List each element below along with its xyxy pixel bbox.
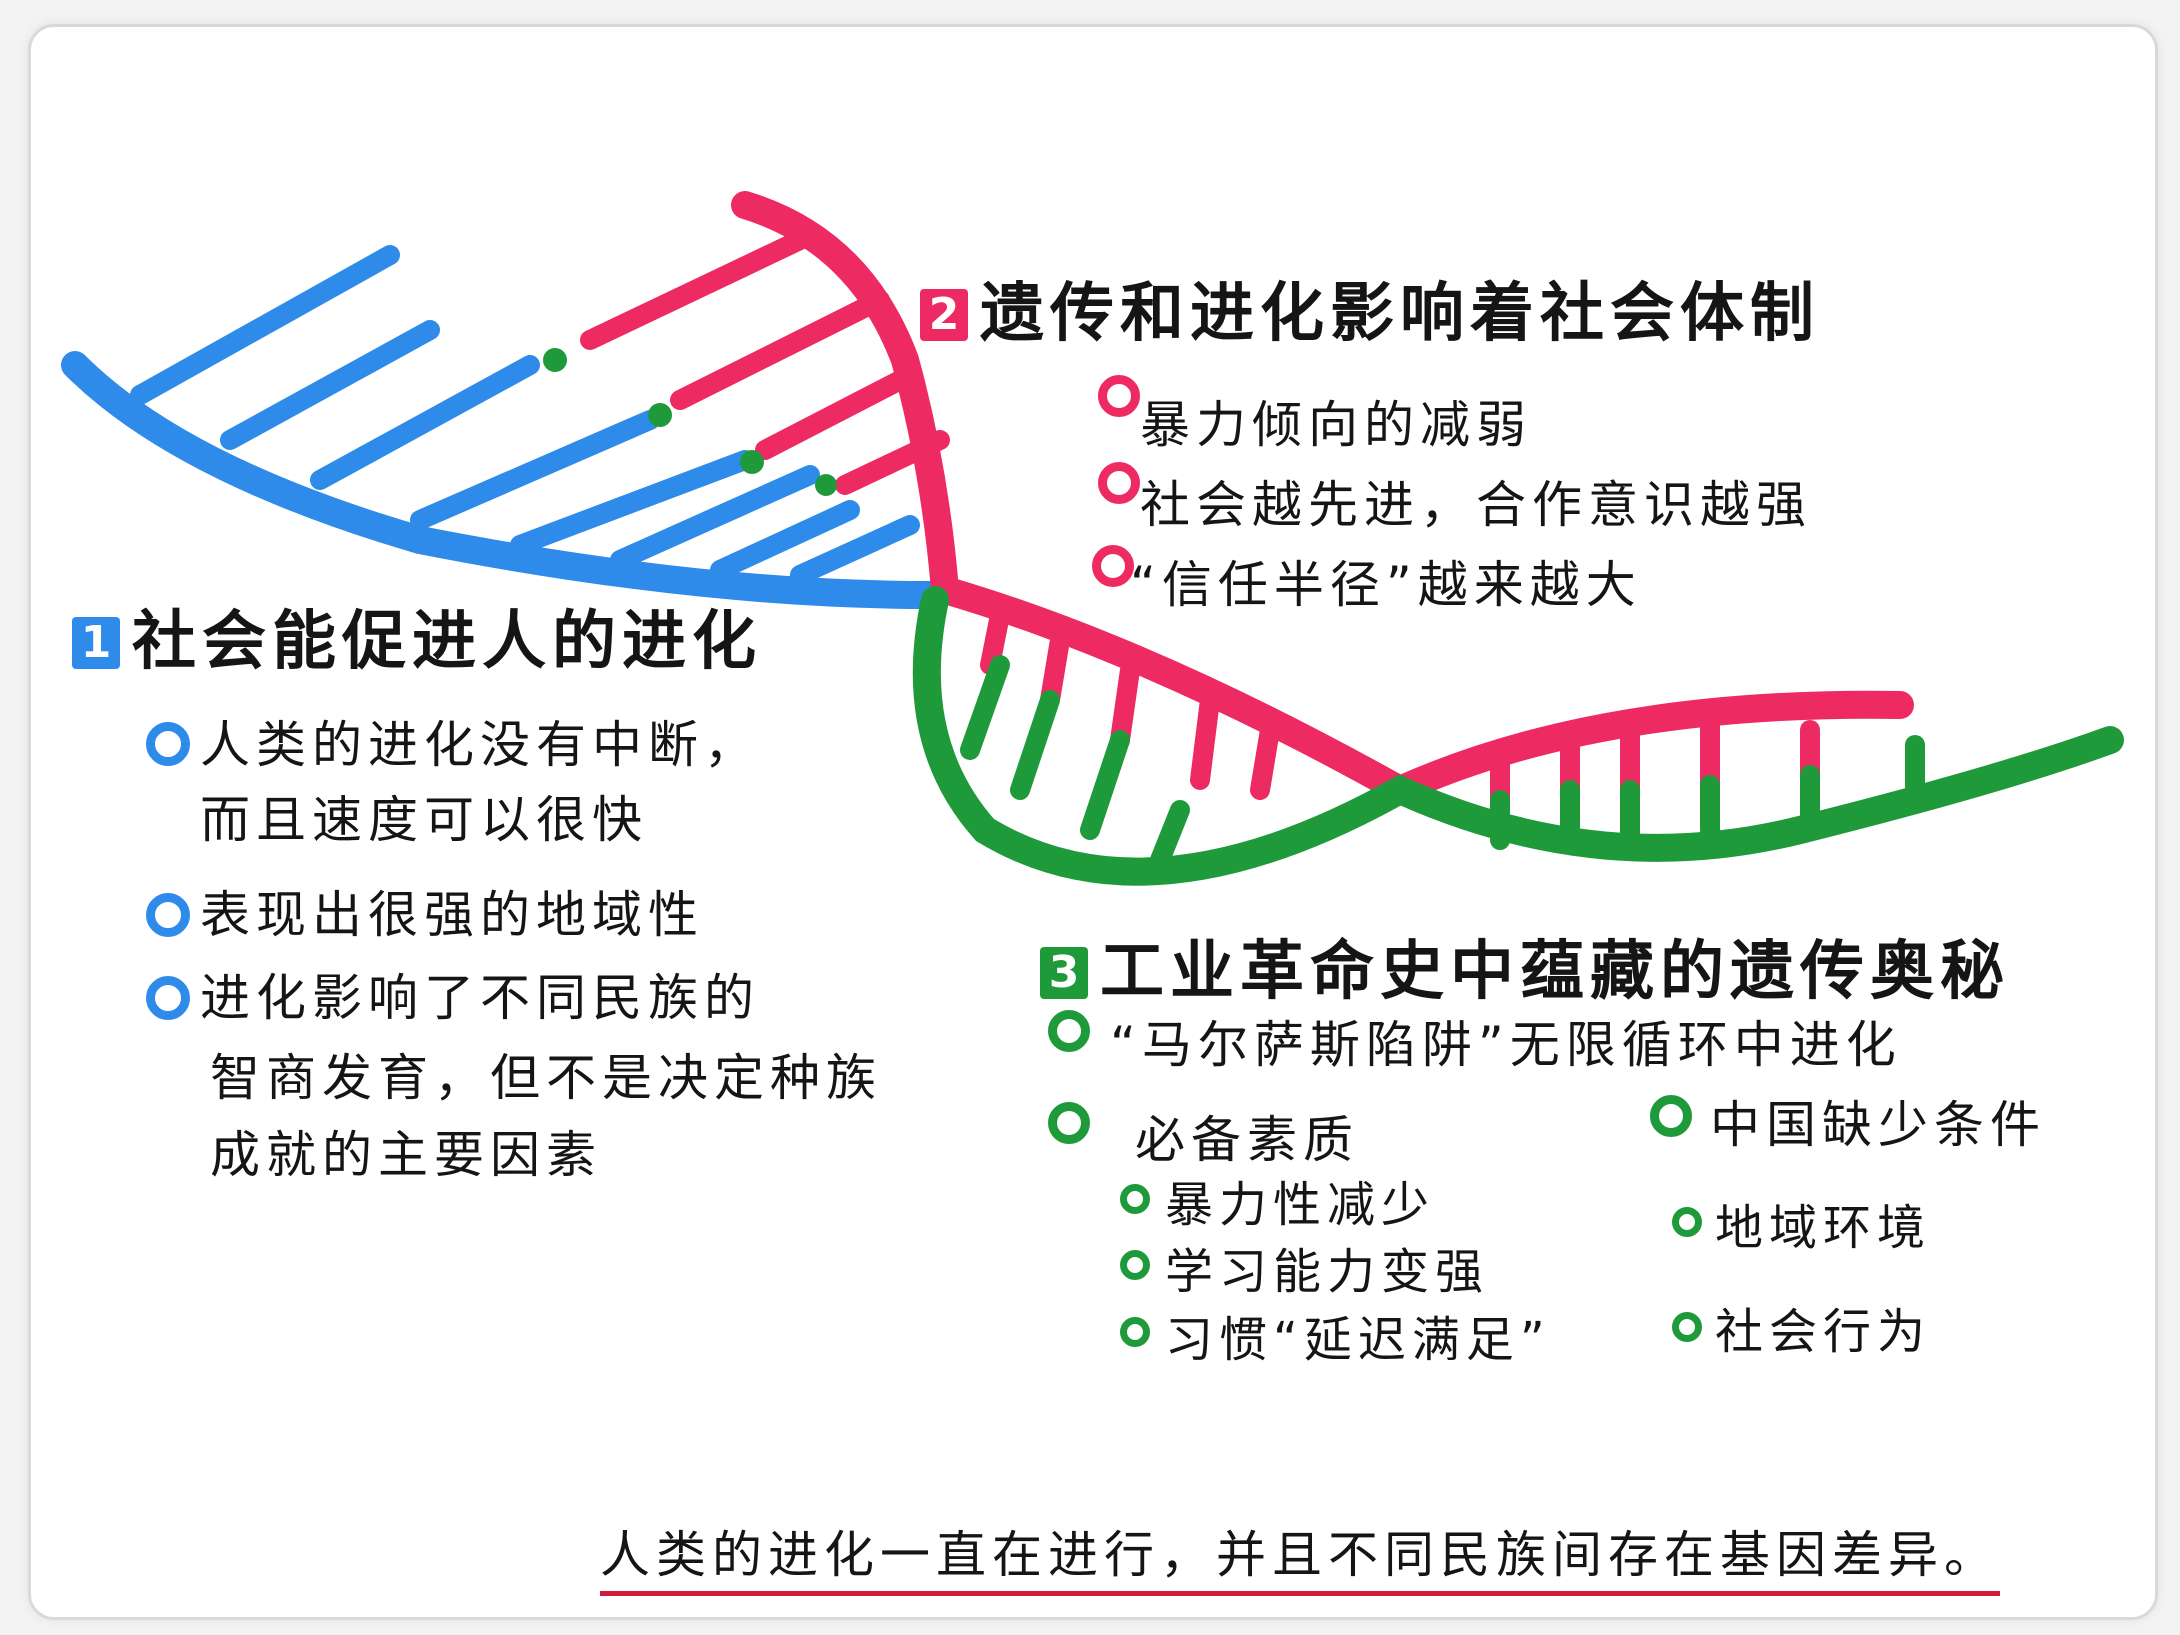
section2-item3: “信任半径”越来越大 bbox=[1130, 556, 1642, 614]
footer-summary: 人类的进化一直在进行，并且不同民族间存在基因差异。 bbox=[600, 1515, 2000, 1596]
section3-left-sub3: 习惯“延迟满足” bbox=[1165, 1312, 1551, 1368]
section3-item1: “马尔萨斯陷阱”无限循环中进化 bbox=[1110, 1016, 1902, 1074]
section2-title-text: 遗传和进化影响着社会体制 bbox=[980, 277, 1820, 351]
section1-item1-line1: 人类的进化没有中断， bbox=[200, 716, 760, 774]
section1-item3-line2: 智商发育，但不是决定种族 bbox=[210, 1049, 882, 1107]
section1-item3-bullet bbox=[146, 976, 190, 1020]
section3-right-sub1: 地域环境 bbox=[1715, 1200, 1932, 1256]
section3-left-sub2-bullet bbox=[1120, 1250, 1150, 1280]
section2-item1: 暴力倾向的减弱 bbox=[1140, 396, 1532, 454]
section3-left-sub1: 暴力性减少 bbox=[1165, 1177, 1436, 1233]
section2-item2-bullet bbox=[1098, 462, 1140, 504]
section1-item2-bullet bbox=[146, 893, 190, 937]
section1-item1-line2: 而且速度可以很快 bbox=[200, 791, 648, 849]
section1-item2-line1: 表现出很强的地域性 bbox=[200, 886, 704, 944]
section3-left-header: 必备素质 bbox=[1135, 1111, 1359, 1169]
section1-badge: 1 bbox=[72, 617, 120, 669]
section1-item1-bullet bbox=[146, 722, 190, 766]
section1-title-text: 社会能促进人的进化 bbox=[132, 605, 762, 679]
section2-badge: 2 bbox=[920, 289, 968, 341]
section2-item2: 社会越先进，合作意识越强 bbox=[1140, 476, 1812, 534]
section1-item3-line3: 成就的主要因素 bbox=[210, 1126, 602, 1184]
section3-left-sub1-bullet bbox=[1120, 1184, 1150, 1214]
section3-item1-bullet bbox=[1048, 1010, 1090, 1052]
section3-left-sub3-bullet bbox=[1120, 1317, 1150, 1347]
section3-right-header: 中国缺少条件 bbox=[1710, 1096, 2046, 1154]
section3-right-header-bullet bbox=[1650, 1095, 1692, 1137]
section2-item1-bullet bbox=[1098, 375, 1140, 417]
section1-item3-line1: 进化影响了不同民族的 bbox=[200, 969, 760, 1027]
section2-item3-bullet bbox=[1092, 545, 1134, 587]
section3-badge: 3 bbox=[1040, 947, 1088, 999]
section3-right-sub1-bullet bbox=[1672, 1207, 1702, 1237]
section3-right-sub2-bullet bbox=[1672, 1312, 1702, 1342]
section3-right-sub2: 社会行为 bbox=[1715, 1304, 1932, 1360]
section3-title-text: 工业革命史中蕴藏的遗传奥秘 bbox=[1100, 935, 2010, 1009]
section3-left-header-bullet bbox=[1048, 1102, 1090, 1144]
section3-left-sub2: 学习能力变强 bbox=[1165, 1244, 1490, 1300]
